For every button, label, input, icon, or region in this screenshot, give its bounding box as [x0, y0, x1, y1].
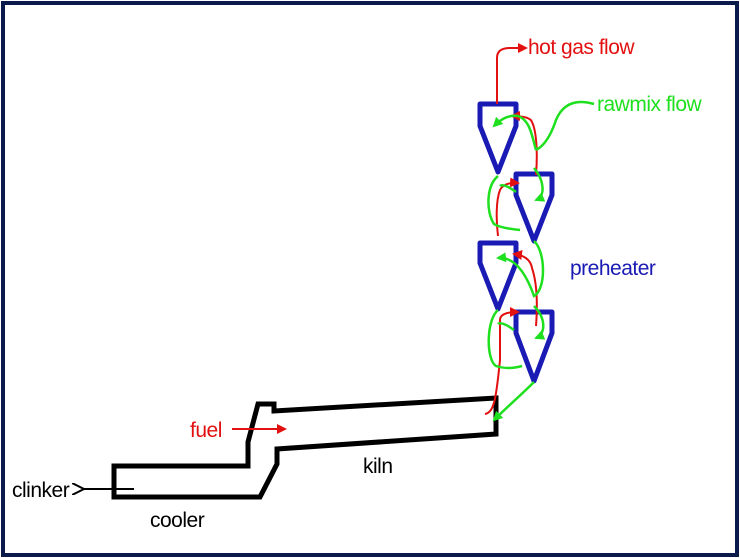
cyclone-1 — [477, 101, 519, 175]
cooler-label: cooler — [150, 509, 205, 532]
hot-gas-flow-path — [484, 43, 538, 415]
fuel-label: fuel — [190, 419, 222, 442]
cyclone-3 — [477, 240, 519, 312]
clinker-label: clinker — [12, 479, 70, 502]
hot-gas-flow-label: hot gas flow — [528, 36, 635, 59]
rawmix-flow-label: rawmix flow — [597, 93, 702, 116]
preheater-label: preheater — [570, 257, 656, 280]
rawmix-flow-path — [487, 100, 595, 422]
cyclone-4 — [513, 309, 555, 384]
kiln-label: kiln — [363, 455, 393, 478]
